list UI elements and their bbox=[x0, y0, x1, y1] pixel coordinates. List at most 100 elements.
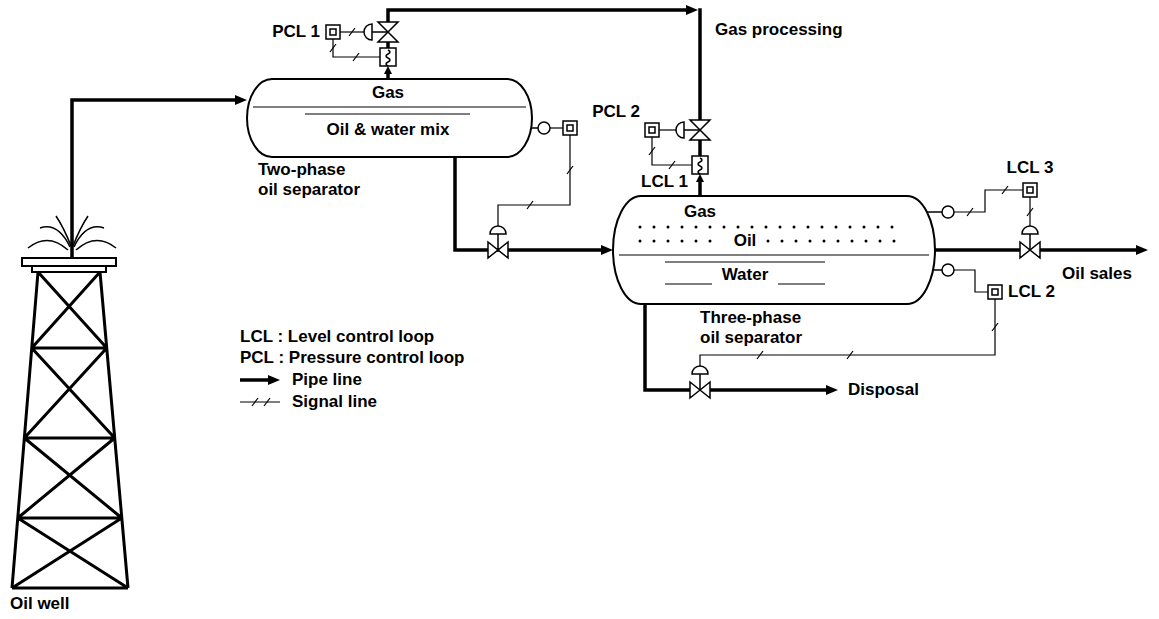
control-valves bbox=[684, 129, 700, 131]
vessel-interior bbox=[305, 113, 470, 114]
signal-ticks bbox=[264, 398, 270, 406]
signal-ticks bbox=[669, 161, 675, 169]
controllers bbox=[988, 285, 1002, 299]
destination-label: Gas processing bbox=[715, 20, 843, 40]
pipe-lines bbox=[698, 140, 702, 156]
pipe-lines bbox=[935, 248, 1020, 252]
float-sensors bbox=[933, 269, 942, 271]
three-phase-separator: GasOilWaterThree-phase oil separator bbox=[613, 195, 935, 305]
pressure-transmitters bbox=[692, 156, 708, 174]
vessel-interior bbox=[665, 261, 825, 262]
signal-ticks bbox=[1027, 208, 1033, 216]
pipe-lines bbox=[710, 388, 826, 392]
pipe-lines bbox=[698, 8, 702, 120]
control-valves bbox=[364, 24, 372, 40]
well-spray bbox=[74, 227, 104, 247]
control-valves bbox=[372, 31, 388, 33]
well-spray bbox=[56, 216, 71, 246]
phase-label: Oil bbox=[734, 231, 757, 251]
controllers bbox=[330, 29, 336, 35]
gas-bubbles bbox=[640, 227, 905, 241]
gas-bubbles bbox=[640, 240, 720, 243]
signal-lines bbox=[498, 135, 570, 226]
pipe-lines bbox=[240, 8, 1136, 390]
signal-ticks bbox=[649, 147, 655, 155]
well-spray bbox=[28, 216, 116, 250]
pipe-lines bbox=[698, 182, 702, 195]
phase-label: Gas bbox=[372, 83, 404, 103]
signal-lines bbox=[954, 190, 1023, 212]
signal-lines bbox=[240, 401, 280, 402]
phase-label: Water bbox=[722, 265, 769, 285]
controllers bbox=[649, 127, 655, 133]
signal-ticks bbox=[330, 44, 336, 52]
vessel-caption: Three-phase oil separator bbox=[700, 308, 818, 348]
loop-tag: LCL 1 bbox=[641, 172, 688, 192]
controllers bbox=[563, 121, 577, 135]
derrick-drawing bbox=[10, 248, 135, 614]
pressure-transmitters bbox=[380, 48, 396, 66]
signal-ticks bbox=[967, 208, 973, 216]
vessel-outline bbox=[613, 195, 935, 305]
legend-text: PCL : Pressure control loop bbox=[240, 348, 465, 368]
float-sensors bbox=[927, 211, 942, 213]
well-caption: Oil well bbox=[10, 594, 130, 614]
vessel-interior bbox=[619, 254, 929, 255]
loop-tag: PCL 1 bbox=[272, 22, 320, 42]
well-spray bbox=[76, 240, 116, 250]
phase-label: Gas bbox=[684, 202, 716, 222]
signal-lines bbox=[652, 137, 692, 165]
vessel-interior bbox=[778, 283, 825, 284]
pipe-lines bbox=[645, 305, 690, 390]
oil-well: Oil well bbox=[10, 248, 135, 614]
vessel-interior bbox=[665, 283, 712, 284]
controllers bbox=[645, 123, 659, 137]
controllers bbox=[992, 289, 998, 295]
control-valves bbox=[1029, 234, 1031, 250]
two-phase-separator: GasOil & water mixTwo-phase oil separato… bbox=[247, 78, 532, 158]
gas-bubbles bbox=[768, 240, 905, 243]
controllers bbox=[567, 125, 573, 131]
legend-text: LCL : Level control loop bbox=[240, 327, 434, 347]
signal-lines bbox=[333, 39, 380, 57]
phase-label: Oil & water mix bbox=[327, 120, 450, 140]
gas-bubbles bbox=[640, 226, 905, 229]
control-valves bbox=[676, 122, 684, 138]
controllers bbox=[1027, 187, 1033, 193]
signal-lines bbox=[659, 129, 676, 130]
wellhead-plate bbox=[22, 258, 116, 266]
signal-lines bbox=[700, 299, 995, 366]
signal-ticks bbox=[1002, 186, 1008, 194]
wellhead-base bbox=[32, 266, 106, 272]
legend-text: Pipe line bbox=[292, 370, 362, 390]
destination-label: Oil sales bbox=[1062, 264, 1132, 284]
pressure-transmitters bbox=[698, 158, 702, 174]
pipe-connector bbox=[72, 100, 235, 248]
control-valves bbox=[497, 234, 499, 250]
signal-ticks bbox=[757, 351, 763, 359]
pipe-lines bbox=[386, 74, 390, 78]
float-sensors bbox=[942, 264, 954, 276]
signal-ticks bbox=[847, 351, 853, 359]
signal-lines bbox=[550, 127, 563, 128]
vessel-shell bbox=[613, 196, 935, 304]
controllers bbox=[326, 25, 340, 39]
pipe-connector bbox=[455, 158, 601, 250]
well-pipe bbox=[70, 248, 74, 258]
legend-text: Signal line bbox=[292, 392, 377, 412]
well-spray bbox=[73, 216, 88, 246]
control-valves bbox=[490, 226, 506, 234]
pressure-transmitters bbox=[380, 48, 708, 174]
vessel-shell bbox=[247, 79, 532, 157]
signal-lines bbox=[240, 32, 1030, 402]
loop-tag: PCL 2 bbox=[592, 102, 640, 122]
signal-ticks bbox=[349, 28, 355, 36]
well-spray bbox=[28, 240, 68, 250]
pressure-transmitters bbox=[386, 50, 390, 66]
control-valves bbox=[699, 374, 701, 390]
loop-tag: LCL 3 bbox=[1007, 158, 1054, 178]
signal-ticks bbox=[567, 166, 573, 174]
